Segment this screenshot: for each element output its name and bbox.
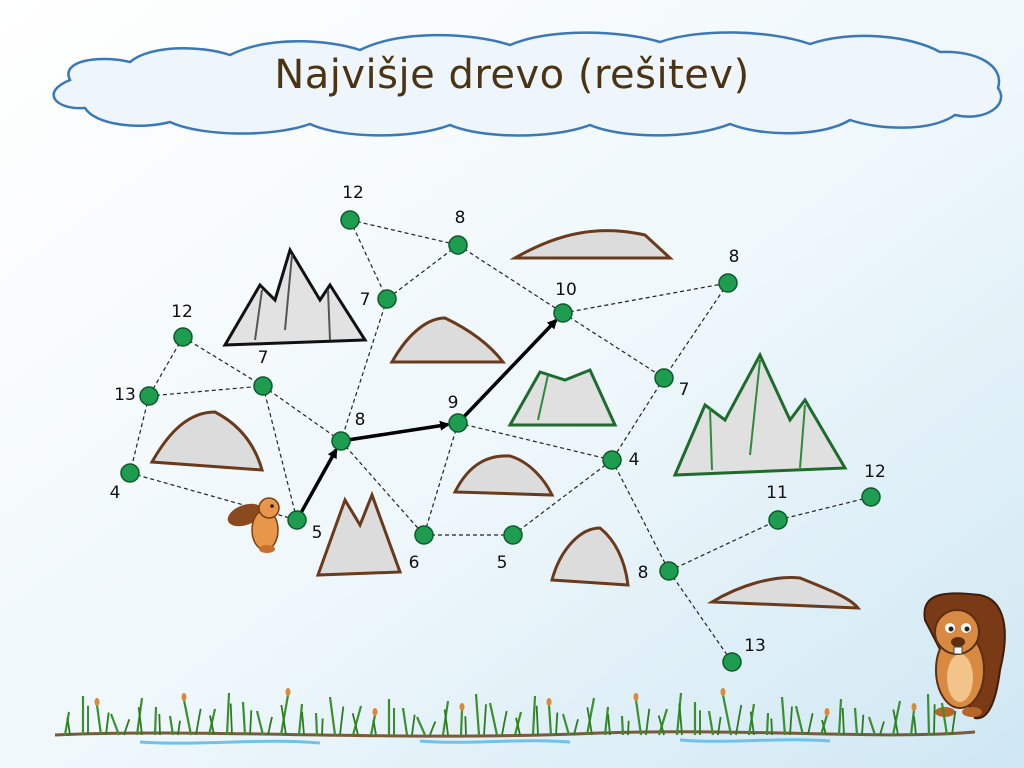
- graph-edge: [262, 385, 298, 521]
- mountain-brown: [389, 316, 507, 364]
- graph-node: [287, 510, 307, 530]
- graph-node: [722, 652, 742, 672]
- mountain-brown: [509, 229, 674, 260]
- graph-edge: [457, 422, 613, 461]
- graph-node: [448, 413, 468, 433]
- path-arrow: [340, 420, 451, 443]
- node-value-label: 7: [679, 380, 690, 400]
- graph-edge: [777, 496, 872, 521]
- graph-node: [602, 450, 622, 470]
- graph-node: [414, 525, 434, 545]
- node-value-label: 12: [864, 462, 886, 482]
- graph-node: [503, 525, 523, 545]
- node-value-label: 8: [638, 563, 649, 583]
- graph-edge: [668, 519, 779, 572]
- node-value-label: 7: [360, 290, 371, 310]
- path-arrow: [456, 318, 558, 425]
- graph-edge: [611, 377, 665, 461]
- mountain-green-large: [672, 351, 848, 477]
- node-value-label: 6: [409, 553, 420, 573]
- title-cloud: [52, 31, 1003, 137]
- graph-node: [861, 487, 881, 507]
- graph-node: [654, 368, 674, 388]
- node-value-label: 8: [455, 208, 466, 228]
- graph-node: [659, 561, 679, 581]
- page-title: Najvišje drevo (rešitev): [274, 52, 750, 98]
- graph-edges: [129, 219, 872, 663]
- graph-edge: [182, 336, 264, 387]
- node-labels: 12 8 7 10 8 12 7 13 8 9 7 4 4 5 6 5 8 11 12 13: [110, 183, 886, 656]
- graph-nodes: [120, 210, 881, 672]
- graph-edge: [349, 219, 459, 246]
- graph-edge: [340, 298, 388, 442]
- graph-node: [553, 303, 573, 323]
- graph-edge: [663, 282, 729, 379]
- graph-node: [340, 210, 360, 230]
- node-value-label: 5: [497, 553, 508, 573]
- graph-edge: [148, 336, 184, 397]
- grass-strip: [54, 688, 976, 745]
- mountain-brown: [452, 454, 555, 497]
- graph-node: [173, 327, 193, 347]
- graph-node: [377, 289, 397, 309]
- graph-edge: [386, 244, 459, 300]
- node-value-label: 12: [171, 302, 193, 322]
- node-value-label: 7: [258, 348, 269, 368]
- graph-node: [718, 273, 738, 293]
- graph-edge: [129, 395, 150, 474]
- graph-node: [768, 510, 788, 530]
- node-value-label: 12: [342, 183, 364, 203]
- mountain-brown: [706, 575, 862, 610]
- graph-node: [331, 431, 351, 451]
- node-value-label: 5: [312, 523, 323, 543]
- node-value-label: 13: [114, 385, 136, 405]
- graph-edge: [562, 312, 665, 379]
- node-value-label: 8: [355, 410, 366, 430]
- small-beaver-icon: [227, 497, 280, 553]
- node-value-label: 11: [766, 483, 788, 503]
- mountain-black: [222, 246, 368, 347]
- graph-edge: [148, 385, 264, 397]
- solution-path: [295, 318, 558, 521]
- graph-node: [120, 463, 140, 483]
- node-value-label: 4: [110, 483, 121, 503]
- path-arrow: [295, 447, 338, 521]
- graph-node: [253, 376, 273, 396]
- graph-edge: [262, 385, 342, 442]
- graph-edge: [129, 472, 298, 521]
- graph-edge: [668, 570, 733, 663]
- node-value-label: 8: [729, 247, 740, 267]
- mountain-brown: [315, 490, 403, 577]
- node-value-label: 13: [744, 636, 766, 656]
- mountains: [149, 229, 862, 610]
- graph-node: [448, 235, 468, 255]
- mountain-brown: [149, 410, 265, 472]
- node-value-label: 10: [555, 280, 577, 300]
- graph-edge: [349, 219, 388, 300]
- node-value-label: 4: [629, 450, 640, 470]
- graph-node: [139, 386, 159, 406]
- graph-edge: [423, 422, 459, 536]
- mountain-brown: [550, 526, 630, 587]
- node-value-label: 9: [448, 393, 459, 413]
- large-beaver-icon: [923, 592, 1006, 720]
- mountain-green-small: [507, 368, 618, 427]
